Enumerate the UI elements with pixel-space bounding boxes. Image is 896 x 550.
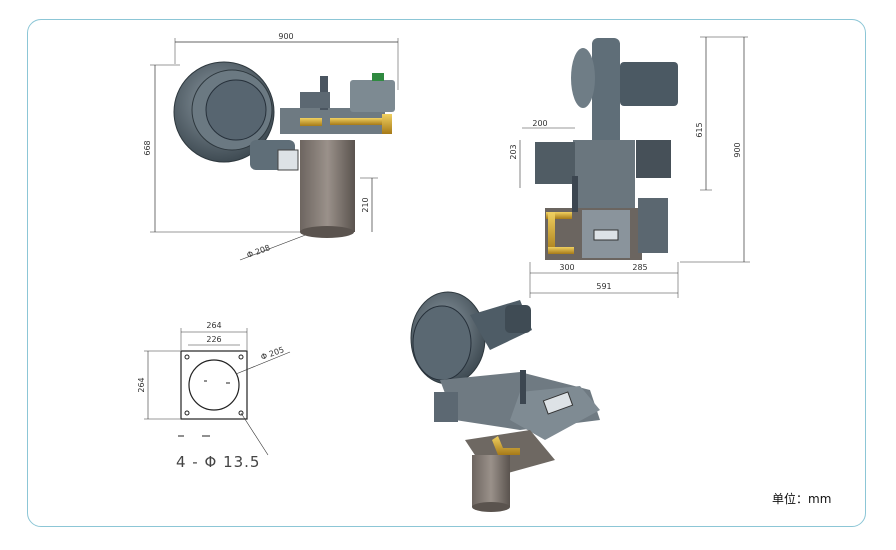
dim-591: 591	[596, 282, 611, 291]
side-view: 900 668 210 Φ 208	[143, 32, 399, 261]
front-view: 615 900 200 203 300 285 591	[509, 36, 750, 298]
dim-900: 900	[733, 142, 742, 157]
dim-203: 203	[509, 144, 518, 159]
flange-view: 264 226 264 Φ 205 4 - Φ 13.5	[137, 321, 291, 471]
dim-width-900: 900	[278, 32, 293, 41]
dim-height-668: 668	[143, 140, 152, 155]
drawing-frame	[27, 19, 866, 527]
flange-outer-dim: 264	[206, 321, 221, 330]
dim-300: 300	[559, 263, 574, 272]
isometric-view	[410, 291, 600, 512]
dim-285: 285	[632, 263, 647, 272]
dim-pipe-diameter: Φ 208	[246, 243, 272, 260]
dim-pipe-210: 210	[361, 197, 370, 212]
units-label: 单位：mm	[772, 492, 832, 506]
dim-200: 200	[532, 119, 547, 128]
dim-615: 615	[695, 122, 704, 137]
flange-side-dim: 264	[137, 377, 146, 392]
flange-inner-dim: 226	[206, 335, 221, 344]
flange-bolt-spec: 4 - Φ 13.5	[176, 453, 260, 471]
